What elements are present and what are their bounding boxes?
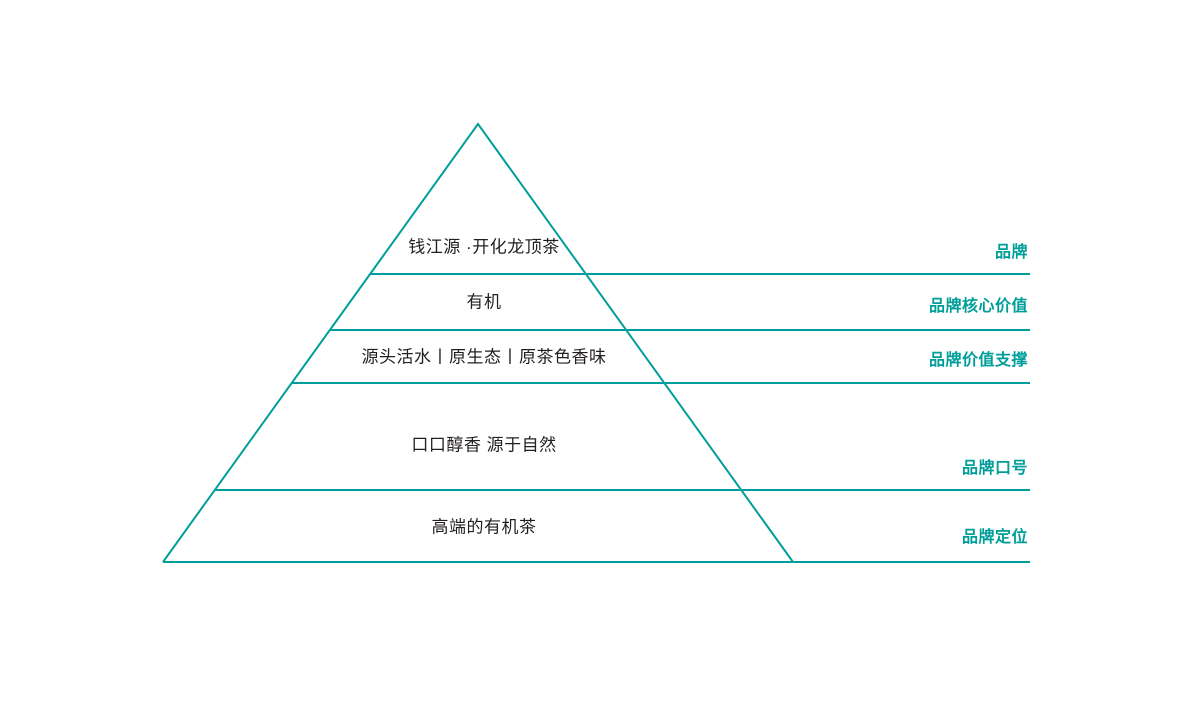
tier-3-label: 品牌价值支撑 <box>928 352 1028 369</box>
tier-1-text: 钱江源 ·开化龙顶茶 <box>408 237 560 257</box>
pyramid-triangle-outline <box>162 122 794 563</box>
tier-4-label: 品牌口号 <box>961 460 1028 477</box>
tier-2-text: 有机 <box>466 292 502 312</box>
tier-3-text: 源头活水丨原生态丨原茶色香味 <box>361 347 607 367</box>
tier-2-label: 品牌核心价值 <box>928 298 1028 315</box>
tier-5-text: 高端的有机茶 <box>431 517 537 537</box>
tier-4-text: 口口醇香 源于自然 <box>411 435 557 455</box>
pyramid-divider-lines <box>163 273 1030 563</box>
tier-5-label: 品牌定位 <box>961 529 1028 546</box>
tier-1-label: 品牌 <box>994 244 1028 261</box>
